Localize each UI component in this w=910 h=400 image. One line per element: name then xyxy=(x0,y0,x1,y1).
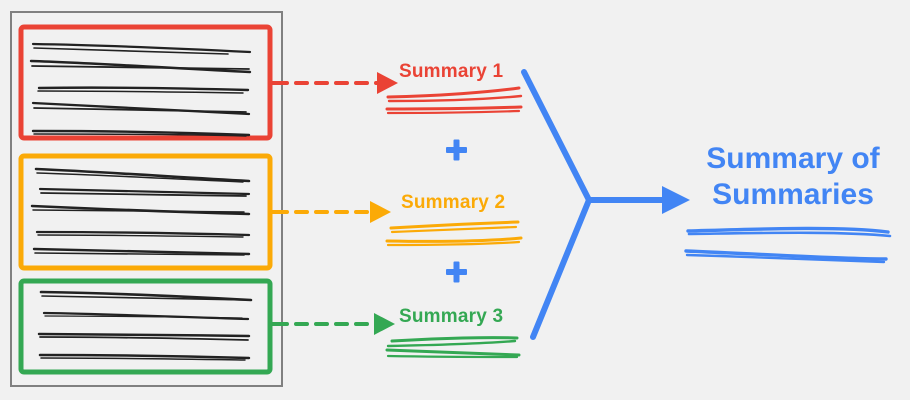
summary-2-block[interactable]: Summary 2 xyxy=(385,192,523,247)
summary-1-underlines xyxy=(385,86,523,115)
final-output-underlines xyxy=(684,226,892,264)
final-output-line-2: Summaries xyxy=(712,178,874,211)
text-lines-orange xyxy=(30,167,251,256)
group-red[interactable] xyxy=(18,24,398,141)
group-green[interactable] xyxy=(18,278,395,375)
plus-icon-2 xyxy=(446,261,467,283)
plus-icon-1 xyxy=(446,139,467,161)
final-output-block[interactable]: Summary of Summaries xyxy=(684,142,892,264)
green-dashed-arrow-head[interactable] xyxy=(374,313,395,335)
source-document-frame xyxy=(10,11,283,387)
final-output-line-1: Summary of xyxy=(706,142,880,175)
group-box-green[interactable] xyxy=(18,278,273,375)
summary-3-underlines xyxy=(385,336,521,359)
text-lines-green xyxy=(37,290,253,361)
merge-arrow xyxy=(521,69,690,340)
summary-1-block[interactable]: Summary 1 xyxy=(385,61,523,115)
orange-dashed-arrow-head[interactable] xyxy=(370,201,391,223)
text-lines-red xyxy=(29,42,252,137)
summary-1-label: Summary 1 xyxy=(399,61,503,82)
summary-3-block[interactable]: Summary 3 xyxy=(385,306,521,359)
group-orange[interactable] xyxy=(18,153,391,271)
summary-2-underlines xyxy=(385,220,523,247)
summary-2-label: Summary 2 xyxy=(401,192,505,213)
summary-3-label: Summary 3 xyxy=(399,306,503,327)
merge-arrow-head xyxy=(662,186,690,214)
red-dashed-arrow-head[interactable] xyxy=(377,72,398,94)
